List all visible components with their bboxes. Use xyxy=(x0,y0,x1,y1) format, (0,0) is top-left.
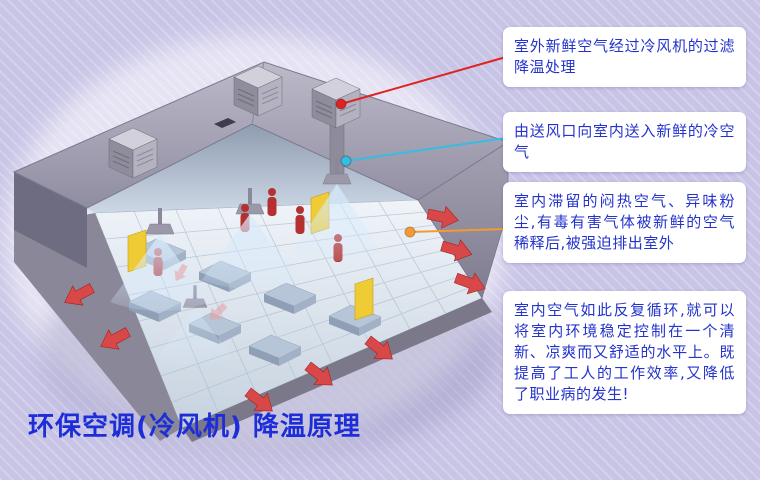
page-title: 环保空调(冷风机) 降温原理 xyxy=(28,412,361,442)
rooftop-cooling-unit xyxy=(311,77,361,129)
callout-text: 室外新鲜空气经过冷风机的过滤降温处理 xyxy=(514,37,735,76)
callout-air-circulation-benefits: 室内空气如此反复循环,就可以将室内环境稳定控制在一个清新、凉爽而又舒适的水平上。… xyxy=(503,291,746,414)
callout-supply-cool-air: 由送风口向室内送入新鲜的冷空气 xyxy=(503,112,746,172)
callout-exhaust-stale-air: 室内滞留的闷热空气、异味粉尘,有毒有害气体被新鲜的空气稀释后,被强迫排出室外 xyxy=(503,182,746,263)
cool-air-cones xyxy=(110,184,382,365)
rooftop-cooling-unit xyxy=(233,65,283,117)
roof-panel xyxy=(214,118,236,128)
rooftop-cooling-unit xyxy=(108,127,158,179)
callout-text: 室内空气如此反复循环,就可以将室内环境稳定控制在一个清新、凉爽而又舒适的水平上。… xyxy=(514,301,735,403)
callout-text: 由送风口向室内送入新鲜的冷空气 xyxy=(514,122,735,161)
left-wall xyxy=(14,172,87,268)
callout-text: 室内滞留的闷热空气、异味粉尘,有毒有害气体被新鲜的空气稀释后,被强迫排出室外 xyxy=(514,192,735,252)
callout-outdoor-air-filtered: 室外新鲜空气经过冷风机的过滤降温处理 xyxy=(503,27,746,87)
front-left-wall xyxy=(14,213,182,441)
